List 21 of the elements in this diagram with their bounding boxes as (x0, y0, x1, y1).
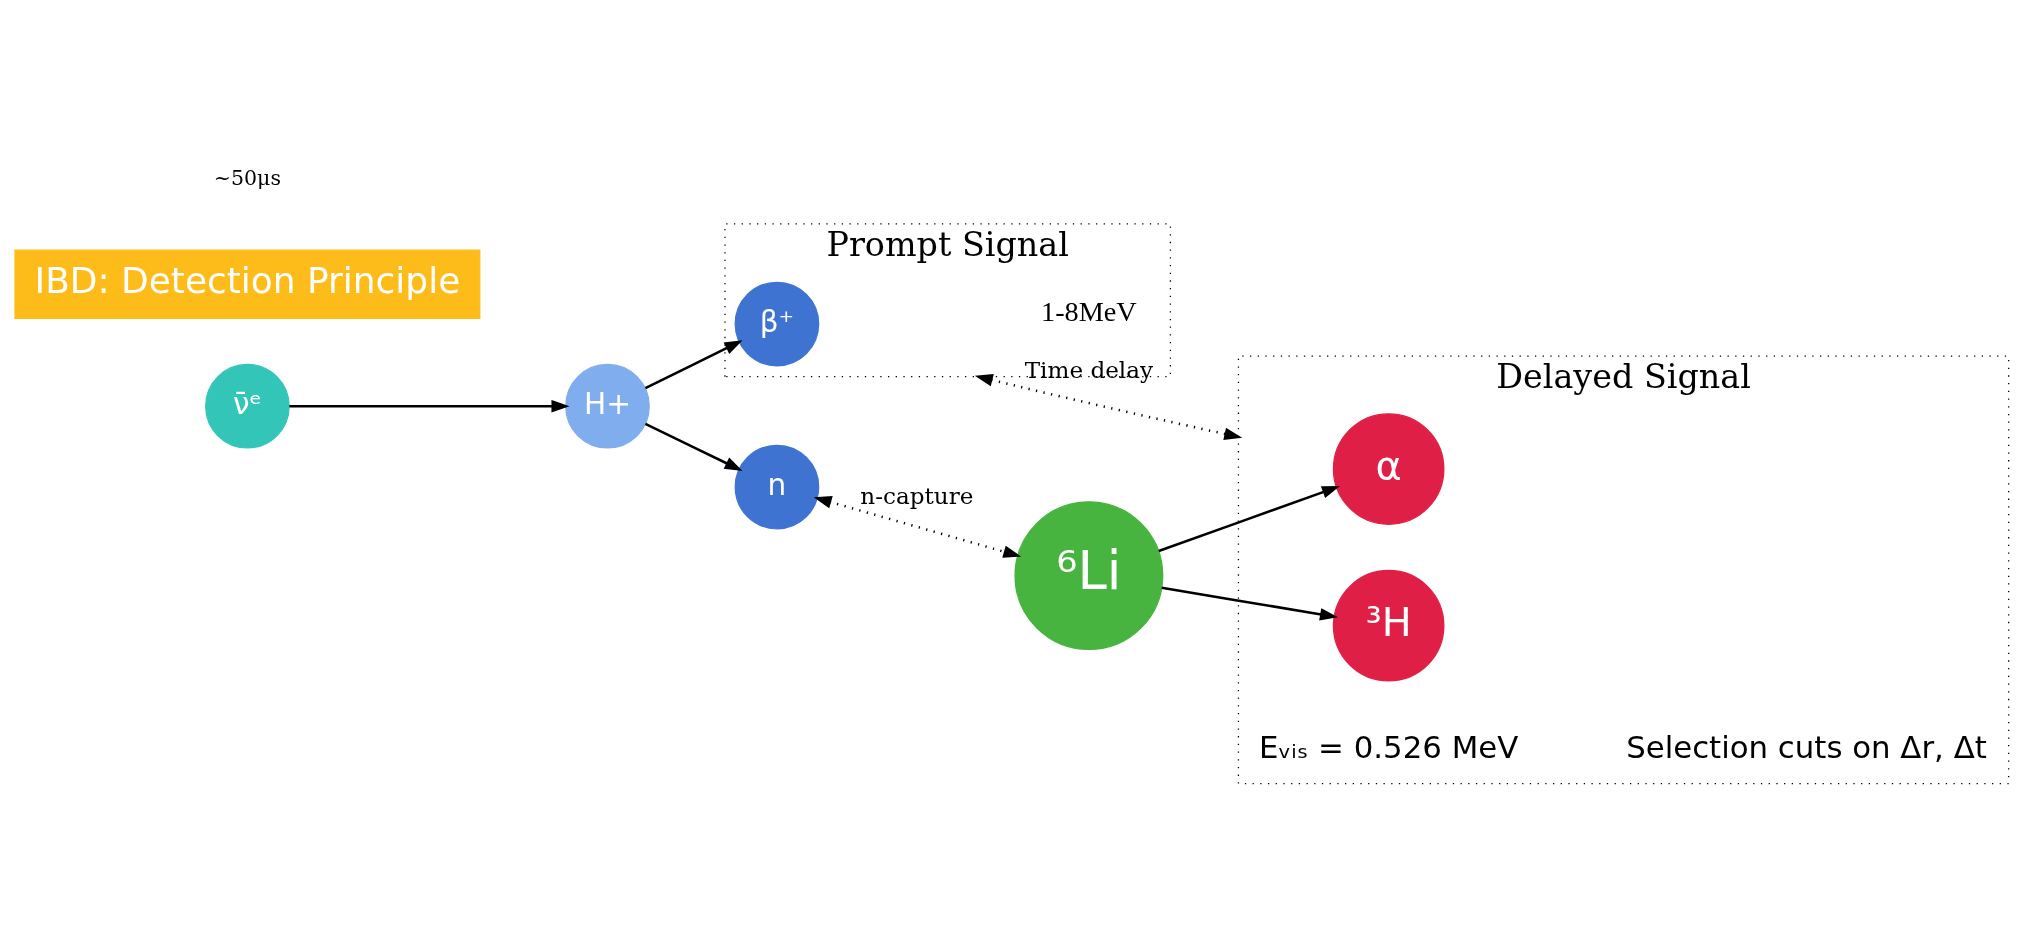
edge-label: n-capture (859, 482, 973, 509)
arrow (644, 339, 743, 389)
edge-label: Time delay (1024, 356, 1153, 383)
arrow (813, 495, 1021, 558)
node-circle: ³H (1332, 569, 1444, 682)
node-circle: n (734, 444, 819, 529)
arrow (1161, 585, 1338, 621)
node-circle: H+ (564, 363, 650, 449)
node-circle: β⁺ (734, 281, 819, 366)
node-circle: α (1332, 412, 1444, 525)
arrow (974, 373, 1242, 440)
arrow (288, 399, 569, 412)
label: 1-8MeV (1040, 295, 1137, 327)
arrow (644, 422, 743, 471)
node-circle: ⁶Li (1013, 500, 1163, 650)
label: ~50μs (213, 165, 281, 190)
node-box: IBD: Detection Principle (13, 249, 480, 319)
node-circle: ν̄ᵉ (204, 363, 290, 449)
arrow (1157, 485, 1340, 552)
label: Selection cuts on Δr, Δt (1625, 728, 1987, 765)
label: Eᵥᵢₛ = 0.526 MeV (1258, 728, 1518, 765)
